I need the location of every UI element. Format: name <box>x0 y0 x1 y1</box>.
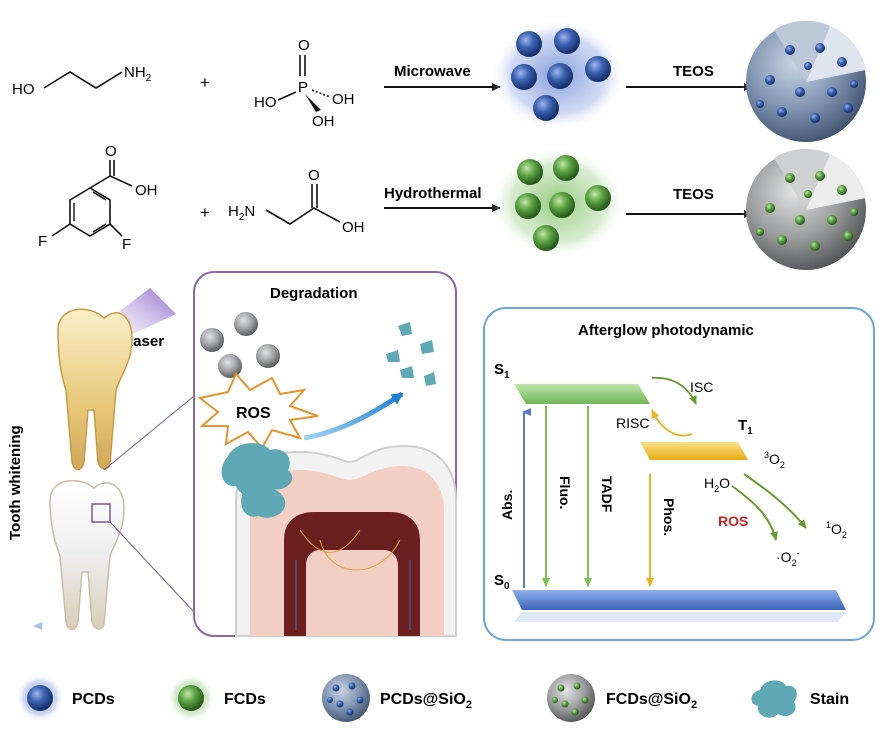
s1-level-bar <box>514 384 650 404</box>
isc-label: ISC <box>690 379 713 395</box>
glycine-o: O <box>308 167 320 184</box>
plus-sign-row1: + <box>200 73 210 92</box>
legend-label-fcds-sio2: FCDs@SiO2 <box>606 691 697 711</box>
legend-label-fcds: FCDs <box>224 691 266 708</box>
stained-tooth-icon <box>57 308 133 471</box>
ros-burst: ROS <box>197 372 319 450</box>
ros-burst-label: ROS <box>236 405 271 422</box>
legend-item-fcds-sio2: FCDs@SiO2 <box>547 674 697 722</box>
teos-label-row2: TEOS <box>673 186 714 203</box>
teos-label-row1: TEOS <box>673 63 714 80</box>
afterglow-title: Afterglow photodynamic <box>578 322 754 339</box>
phos-label: Phos. <box>661 498 677 536</box>
degraded-stain-fragments <box>386 322 436 386</box>
fcds-cluster <box>490 147 626 259</box>
abs-label: Abs. <box>499 490 515 520</box>
degradation-title: Degradation <box>270 285 358 302</box>
zoom-region-box <box>91 503 111 523</box>
legend: PCDs FCDs PCDs@SiO2 <box>16 674 849 722</box>
legend-item-pcds: PCDs <box>16 674 115 722</box>
pcds-sio2-sphere <box>740 16 872 148</box>
ros-label: ROS <box>718 513 748 529</box>
laser-label: Laser <box>124 333 164 350</box>
hydrothermal-label: Hydrothermal <box>384 185 482 202</box>
ethanolamine-ho: HO <box>12 81 35 98</box>
benzoic-oh: OH <box>135 182 158 199</box>
legend-item-stain: Stain <box>751 680 849 718</box>
tadf-label: TADF <box>599 476 615 513</box>
glycine-structure: H2N O OH <box>228 167 365 236</box>
glycine-h2n: H2N <box>228 203 255 223</box>
phosphoric-oh-bottom: OH <box>312 113 335 130</box>
triplet-oxygen-label: 3O2 <box>764 450 785 470</box>
ethanolamine-structure: HO NH2 <box>12 64 152 98</box>
risc-label: RISC <box>616 415 649 431</box>
ethanolamine-nh2: NH2 <box>124 64 152 84</box>
pcds-sio2-icon <box>322 674 370 722</box>
stain-clump <box>221 443 293 518</box>
phosphoric-oh-right: OH <box>332 91 355 108</box>
phosphoric-o: O <box>298 37 310 54</box>
afterglow-panel: Afterglow photodynamic S1 ISC RISC T1 3O… <box>483 307 875 641</box>
degrading-particles <box>200 312 280 378</box>
benzoic-f-right: F <box>122 236 131 253</box>
glycine-oh: OH <box>342 219 365 236</box>
phosphoric-acid-structure: O P HO OH OH <box>254 37 355 130</box>
risc-arrow <box>651 409 693 437</box>
t1-level-bar <box>640 442 748 460</box>
difluorobenzoic-acid-structure: O OH F F <box>38 143 158 253</box>
degradation-arrow <box>303 391 404 441</box>
s0-level-bar <box>512 590 846 610</box>
phosphoric-p: P <box>298 79 308 96</box>
zoom-line-bottom <box>109 521 195 613</box>
singlet-oxygen-arrow <box>743 473 807 529</box>
fluo-label: Fluo. <box>557 476 573 509</box>
stain-icon <box>751 680 797 718</box>
isc-arrow <box>651 377 697 405</box>
pcds-cluster <box>490 19 626 131</box>
benzoic-f-left: F <box>38 233 47 250</box>
benzoic-o: O <box>105 143 117 160</box>
legend-label-pcds-sio2: PCDs@SiO2 <box>380 691 472 711</box>
legend-label-stain: Stain <box>810 691 849 708</box>
tooth-whitening-label: Tooth whitening <box>7 425 24 540</box>
tooth-cross-section <box>235 444 457 637</box>
singlet-oxygen-label: 1O2 <box>826 520 847 540</box>
legend-item-fcds: FCDs <box>167 674 266 722</box>
plus-sign-row2: + <box>200 203 210 222</box>
zoom-line-top <box>103 395 195 471</box>
water-label: H2O <box>704 475 730 494</box>
fcds-sio2-sphere <box>740 144 872 276</box>
white-tooth-icon <box>49 480 125 631</box>
phosphoric-ho: HO <box>254 94 277 111</box>
legend-label-pcds: PCDs <box>72 691 115 708</box>
legend-item-pcds-sio2: PCDs@SiO2 <box>322 674 472 722</box>
microwave-label: Microwave <box>394 63 471 80</box>
degradation-panel: Degradation ROS <box>193 271 457 637</box>
superoxide-arrow <box>731 485 778 541</box>
fcds-sio2-icon <box>547 674 595 722</box>
